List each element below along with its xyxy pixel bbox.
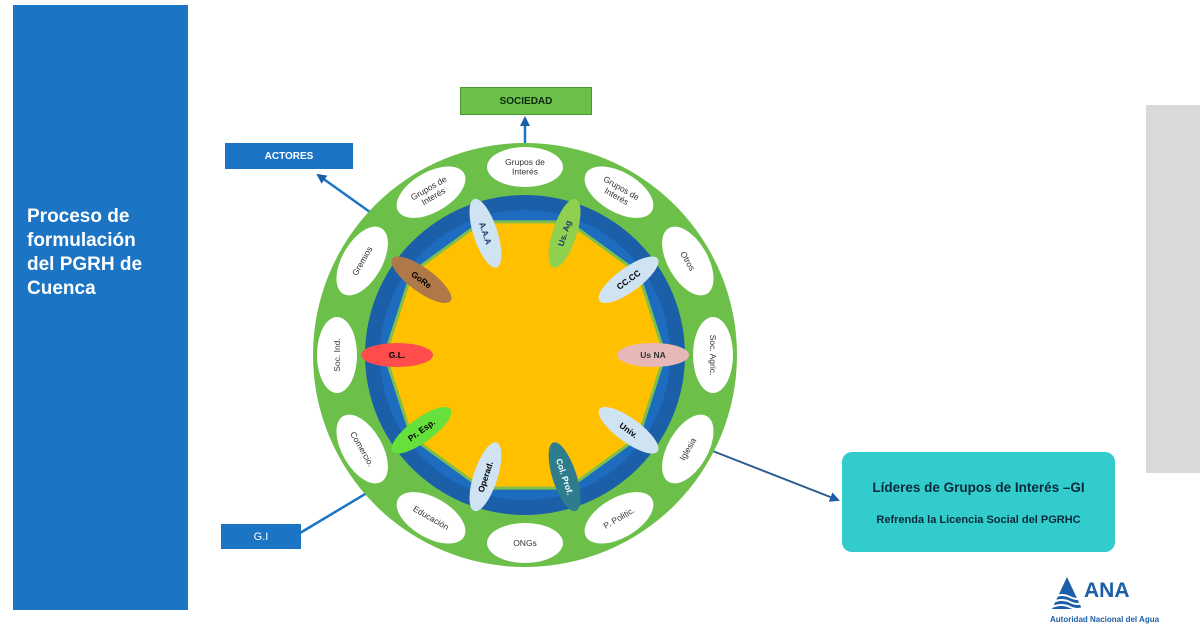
page-title: Proceso de formulación del PGRH de Cuenc… bbox=[27, 206, 143, 299]
outer-oval bbox=[396, 492, 466, 544]
inner-oval-label: G.L. bbox=[389, 350, 406, 360]
actores-box: ACTORES bbox=[225, 143, 353, 169]
outer-oval-label: ONGs bbox=[513, 538, 537, 548]
ana-logo: ANA Autoridad Nacional del Agua bbox=[1050, 575, 1170, 625]
gi-label: G.I bbox=[253, 530, 269, 543]
inner-oval bbox=[548, 198, 581, 268]
outer-oval bbox=[487, 523, 563, 563]
logo-name: ANA bbox=[1084, 579, 1130, 602]
outer-oval bbox=[396, 166, 466, 218]
outer-oval bbox=[336, 414, 388, 484]
inner-oval bbox=[548, 442, 581, 512]
outer-oval bbox=[584, 166, 654, 218]
leaders-title: Líderes de Grupos de Interés –GI bbox=[872, 480, 1085, 495]
sociedad-box: SOCIEDAD bbox=[460, 87, 592, 115]
leaders-subtitle: Refrenda la Licencia Social del PGRHC bbox=[876, 514, 1081, 526]
sociedad-label: SOCIEDAD bbox=[499, 95, 553, 107]
outer-oval bbox=[662, 414, 714, 484]
leaders-box: Líderes de Grupos de Interés –GI Refrend… bbox=[842, 452, 1115, 552]
logo-subtitle: Autoridad Nacional del Agua bbox=[1050, 615, 1160, 624]
outer-oval bbox=[487, 147, 563, 187]
outer-oval-label: Soc. Ind. bbox=[332, 338, 342, 372]
arrow-leaders bbox=[704, 447, 840, 502]
wave-icon bbox=[1051, 577, 1084, 610]
outer-oval bbox=[336, 226, 388, 296]
outer-oval bbox=[584, 492, 654, 544]
outer-oval bbox=[317, 317, 357, 393]
outer-oval-label: Soc. Agric. bbox=[708, 335, 718, 376]
inner-oval bbox=[617, 343, 689, 367]
inner-oval bbox=[391, 406, 452, 454]
inner-oval bbox=[391, 256, 452, 304]
inner-oval bbox=[361, 343, 433, 367]
gi-box: G.I bbox=[221, 524, 301, 549]
side-panel bbox=[13, 5, 188, 610]
inner-oval bbox=[598, 406, 659, 454]
outer-oval bbox=[662, 226, 714, 296]
inner-oval bbox=[469, 198, 502, 268]
inner-oval bbox=[598, 256, 659, 304]
right-gray-bar bbox=[1146, 105, 1200, 473]
inner-oval-label: Us NA bbox=[640, 350, 666, 360]
outer-oval bbox=[693, 317, 733, 393]
actores-label: ACTORES bbox=[264, 150, 314, 162]
inner-oval bbox=[469, 442, 502, 512]
